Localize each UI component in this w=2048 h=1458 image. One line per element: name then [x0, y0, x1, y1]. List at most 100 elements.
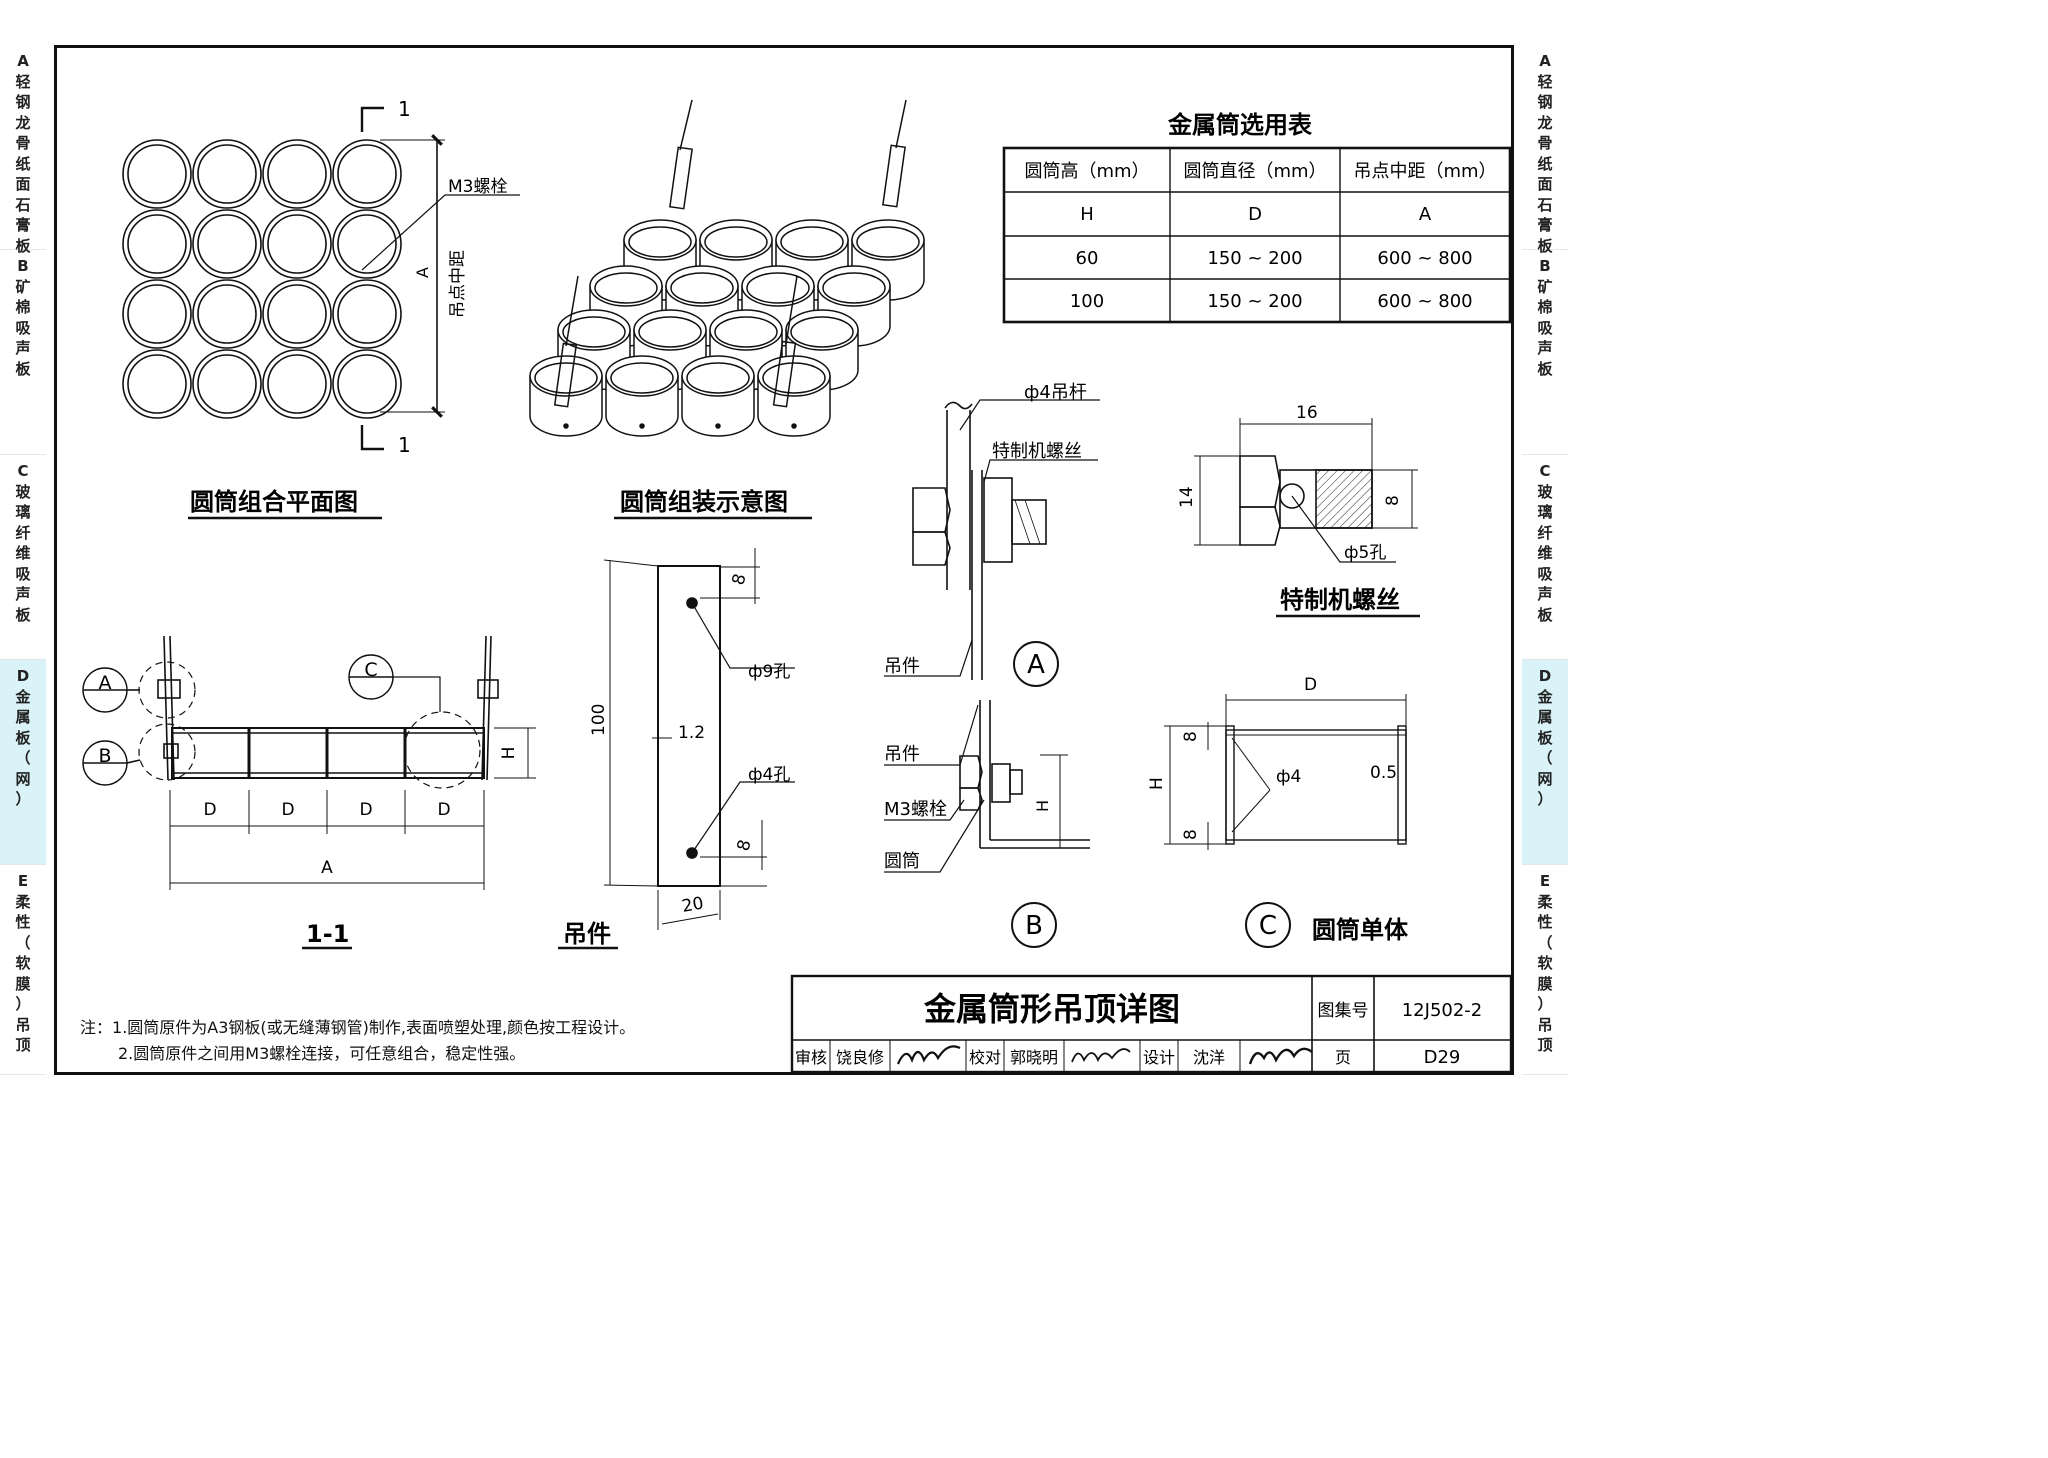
chapter-tab-char: （: [15, 933, 31, 952]
table-cell: 150 ~ 200: [1207, 248, 1302, 269]
check-signature: [1071, 1048, 1131, 1063]
chapter-tab-char: 纸: [1537, 154, 1553, 173]
plan-tube-inner: [337, 354, 397, 414]
detail-a-hanger-label: 吊件: [884, 656, 920, 677]
chapter-tab-char: 声: [1537, 339, 1553, 357]
detail-a-marker: A: [1027, 650, 1045, 680]
detail-c-dim-edge-top: 8: [1181, 731, 1201, 742]
plan-view-title: 圆筒组合平面图: [190, 488, 358, 516]
plan-tube-ring: [122, 349, 192, 419]
detail-c-dim-thick: 0.5: [1370, 763, 1397, 783]
section-view: [82, 635, 536, 890]
chapter-tab-char: 柔: [1537, 892, 1553, 911]
plan-tube-ring: [122, 279, 192, 349]
plan-tube-inner: [337, 284, 397, 344]
section-dim-d: D: [359, 800, 372, 820]
chapter-tab-char: 膜: [15, 974, 31, 993]
chapter-tab-char: ）: [15, 995, 31, 1013]
section-mark-label-bottom: 1: [398, 433, 411, 457]
check-label: 校对: [969, 1048, 1001, 1067]
chapter-tab-char: 属: [15, 708, 31, 726]
chapter-tab-char: 板: [15, 359, 31, 378]
chapter-tab-char: 维: [15, 544, 31, 562]
hanger-dim-thick: 1.2: [678, 723, 705, 743]
section-mark-label-top: 1: [398, 97, 411, 121]
chapter-tab-char: 轻: [15, 72, 31, 91]
note-text-2: 2.圆筒原件之间用M3螺栓连接，可任意组合，稳定性强。: [118, 1044, 526, 1063]
chapter-tab-char: B: [17, 257, 29, 275]
detail-b-dim-h: H: [1033, 800, 1052, 812]
plan-tube-inner: [197, 354, 257, 414]
chapter-tab-char: 璃: [15, 503, 31, 521]
chapter-tab-char: 吊: [15, 1015, 31, 1034]
chapter-tab-char: （: [15, 749, 31, 767]
detail-b-marker: B: [1025, 911, 1043, 941]
drawing-canvas: 1 1 M3螺栓 A 吊点中距 圆筒组合平面图 圆筒组装示意图 金属筒选用表 圆…: [82, 97, 1513, 1074]
hanger-dim-width: 20: [680, 893, 705, 916]
note-text-1: 1.圆筒原件为A3钢板(或无缝薄钢管)制作,表面喷塑处理,颜色按工程设计。: [112, 1018, 636, 1037]
chapter-tab-char: E: [1539, 872, 1551, 890]
table-cell: 600 ~ 800: [1377, 291, 1472, 312]
design-signature: [1248, 1047, 1313, 1065]
design-name: 沈洋: [1193, 1048, 1225, 1067]
chapter-tab-char: D: [16, 667, 30, 685]
section-callout-c: C: [364, 659, 377, 681]
plan-tube-ring: [262, 139, 332, 209]
note-line-1: 注：1.圆筒原件为A3钢板(或无缝薄钢管)制作,表面喷塑处理,颜色按工程设计。: [80, 1014, 635, 1038]
chapter-tab-char: 性: [15, 913, 31, 931]
detail-c-dim-h: H: [1147, 777, 1167, 790]
drawing-frame: [54, 45, 1514, 1075]
chapter-tab-char: 璃: [1537, 503, 1553, 521]
detail-c: [1164, 694, 1407, 948]
table-cell: 150 ~ 200: [1207, 291, 1302, 312]
chapter-tab-char: 龙: [1537, 113, 1553, 132]
plan-tube-inner: [267, 144, 327, 204]
chapter-tab-char: 纤: [1537, 523, 1553, 542]
plan-tube-ring: [332, 279, 402, 349]
plan-dim-a: A: [413, 267, 432, 278]
bolt-leader: [361, 194, 520, 271]
plan-tube-ring: [262, 209, 332, 279]
assembly-view-title: 圆筒组装示意图: [620, 488, 788, 516]
chapter-tab-char: 棉: [1537, 298, 1553, 316]
table-symbol-d: D: [1248, 204, 1262, 225]
detail-b-tube-label: 圆筒: [884, 851, 920, 872]
chapter-tab-char: 吸: [15, 564, 31, 583]
plan-tube-ring: [122, 209, 192, 279]
plan-tube-ring: [122, 139, 192, 209]
plan-ring-grid: [122, 139, 402, 419]
chapter-tab-char: 膏: [1537, 216, 1553, 234]
section-dim-d: D: [281, 800, 294, 820]
chapter-tab-char: 声: [1537, 585, 1553, 603]
hanger-dim-edge-top: 8: [729, 572, 751, 588]
plan-tube-inner: [127, 144, 187, 204]
table-symbol-h: H: [1080, 204, 1094, 225]
chapter-tab-char: （: [1537, 749, 1553, 767]
screw-dim-length: 16: [1296, 403, 1318, 423]
review-name: 饶良修: [836, 1048, 884, 1067]
chapter-tab-char: 面: [15, 175, 31, 193]
plan-tube-inner: [127, 284, 187, 344]
assembly-tube: [681, 355, 755, 437]
table-title: 金属筒选用表: [1167, 111, 1313, 139]
chapter-tab-char: 声: [15, 339, 31, 357]
detail-c-dim-d: D: [1304, 675, 1317, 695]
chapter-tab-char: 板: [1537, 359, 1553, 378]
chapter-tab-char: 柔: [15, 892, 31, 911]
chapter-tab-char: 维: [1537, 544, 1553, 562]
chapter-tab-char: 吸: [1537, 318, 1553, 337]
chapter-tab-char: ）: [15, 790, 31, 808]
plan-tube-inner: [127, 214, 187, 274]
detail-c-dim-edge-bottom: 8: [1181, 829, 1201, 840]
